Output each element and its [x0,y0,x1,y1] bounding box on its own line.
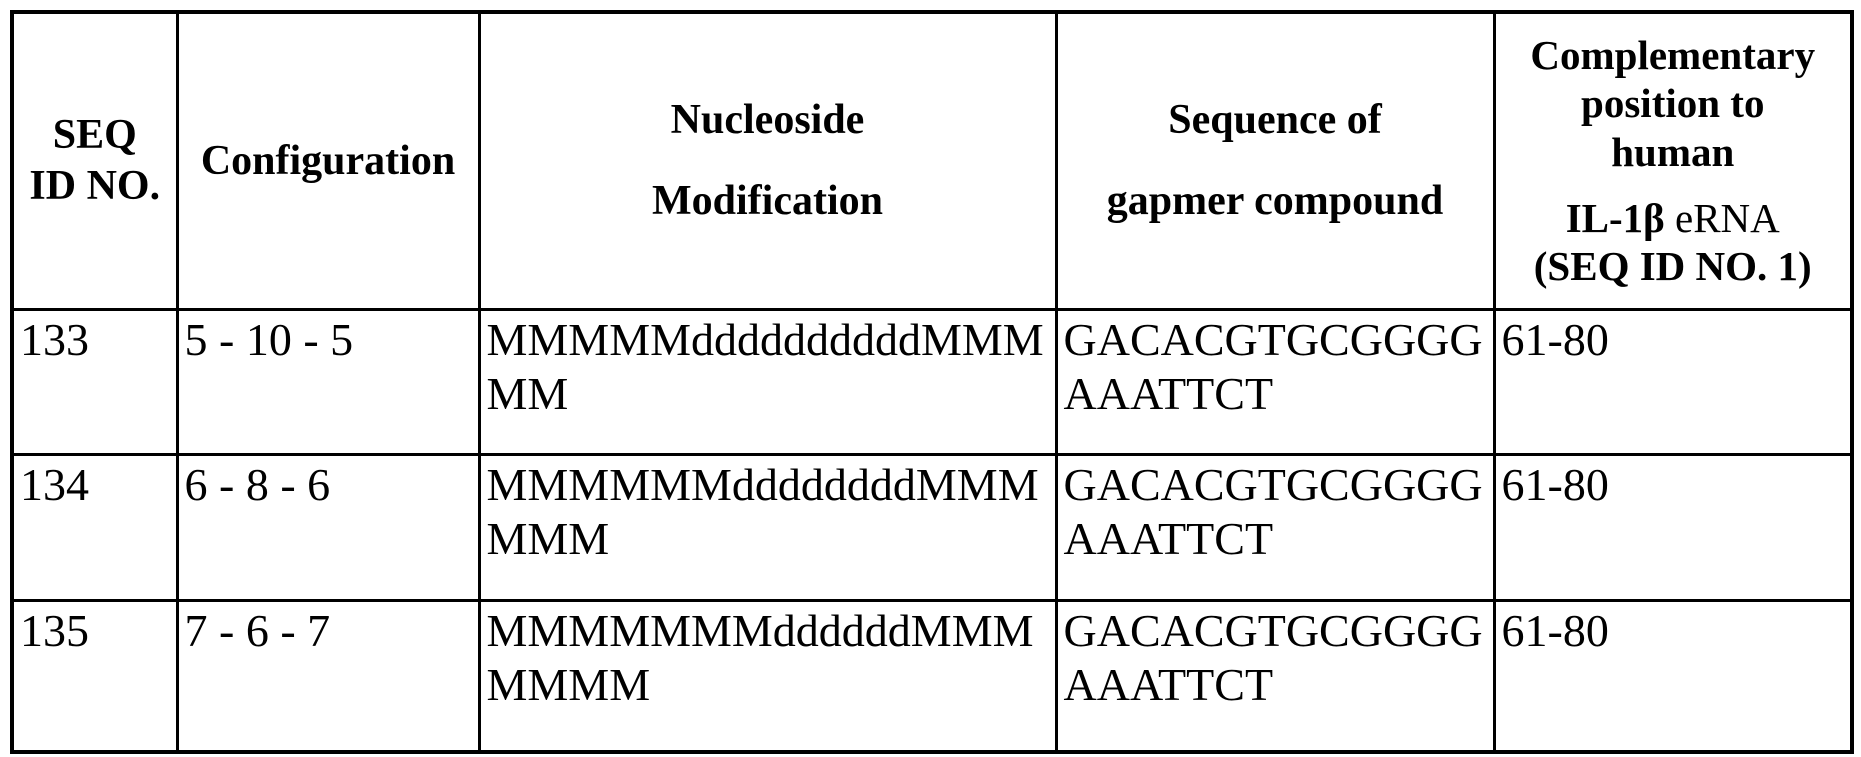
header-line: Configuration [200,137,456,184]
header-line: Sequence of [1168,97,1382,144]
position-cell: 61-80 [1492,452,1854,602]
sequence-cell: GACACGTGCGGGGAAATTCT [1054,598,1496,754]
table-row: 133 5 - 10 - 5 MMMMMddddddddddMMMMM GACA… [10,307,1854,456]
seq-id-cell: 135 [10,598,179,754]
table-row: 134 6 - 8 - 6 MMMMMMddddddddMMMMMM GACAC… [10,452,1854,602]
header-seq-id-no: SEQ ID NO. [10,10,179,311]
table-row: 135 7 - 6 - 7 MMMMMMMddddddMMMMMMM GACAC… [10,598,1854,754]
header-complementary-position: Complementary position to human IL-1β eR… [1492,10,1854,311]
seq-id-cell: 133 [10,307,179,456]
sequence-table: SEQ ID NO. Configuration Nucleoside Modi… [10,10,1854,754]
position-cell: 61-80 [1492,307,1854,456]
header-line: Nucleoside [670,97,865,144]
sequence-cell: GACACGTGCGGGGAAATTCT [1054,307,1496,456]
configuration-cell: 6 - 8 - 6 [175,452,481,602]
modification-cell: MMMMMddddddddddMMMMM [477,307,1058,456]
modification-cell: MMMMMMddddddddMMMMMM [477,452,1058,602]
header-nucleoside-modification: Nucleoside Modification [477,10,1058,311]
header-line: SEQ [52,112,137,159]
header-configuration: Configuration [175,10,481,311]
seq-id-cell: 134 [10,452,179,602]
configuration-cell: 5 - 10 - 5 [175,307,481,456]
header-row: SEQ ID NO. Configuration Nucleoside Modi… [10,10,1854,311]
header-line: gapmer compound [1106,177,1444,224]
header-line: Modification [652,177,883,224]
il1b-bold-text: IL-1β [1565,194,1665,241]
header-line: human [1611,128,1735,175]
erna-regular-text: eRNA [1664,194,1780,241]
header-line-il1b-erna: IL-1β eRNA [1498,194,1849,242]
header-line: position to [1581,80,1765,127]
modification-cell: MMMMMMMddddddMMMMMMM [477,598,1058,754]
header-line-seq-ref: (SEQ ID NO. 1) [1533,243,1812,290]
configuration-cell: 7 - 6 - 7 [175,598,481,754]
sequence-cell: GACACGTGCGGGGAAATTCT [1054,452,1496,602]
header-sequence-of-gapmer: Sequence of gapmer compound [1054,10,1496,311]
header-line: Complementary [1530,31,1816,78]
header-line: ID NO. [29,162,161,209]
position-cell: 61-80 [1492,598,1854,754]
